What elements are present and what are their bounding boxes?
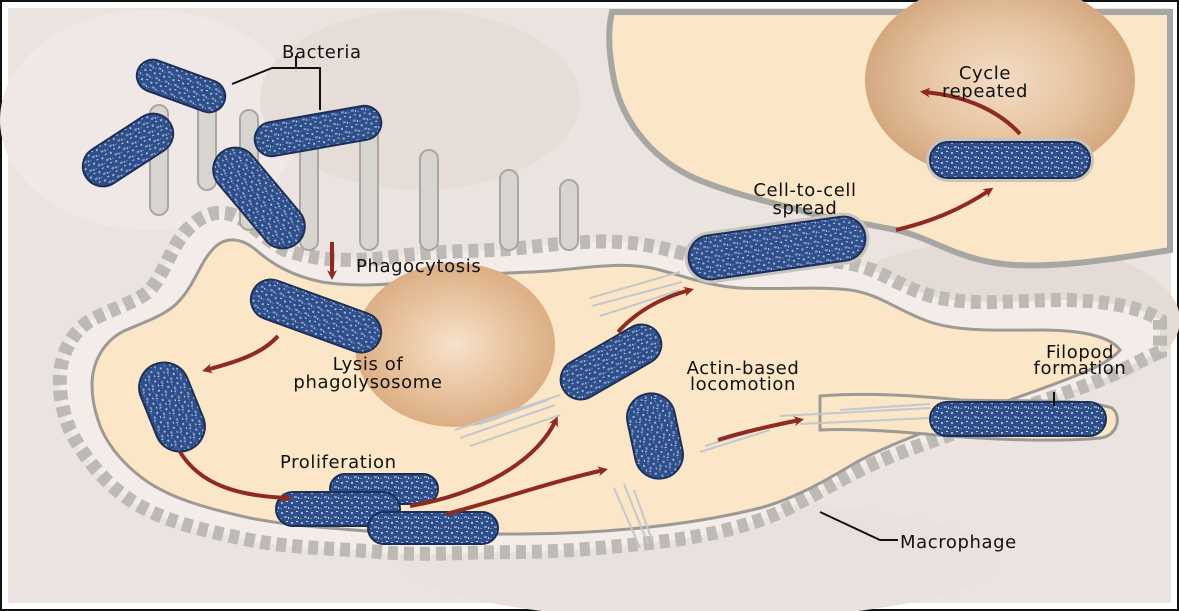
- rod-shaped-bacterium-icon: [930, 142, 1090, 178]
- nucleus-icon: [355, 263, 555, 427]
- filopod-label-line2: formation: [1000, 358, 1160, 379]
- proliferation-label: Proliferation: [280, 452, 397, 473]
- bacteria-label: Bacteria: [282, 42, 362, 63]
- macrophage-label: Macrophage: [900, 532, 1017, 553]
- lysis-label-line2: phagolysosome: [262, 372, 474, 393]
- actin-label-line2: locomotion: [648, 374, 838, 395]
- cell-to-cell-label-line2: spread: [730, 198, 880, 219]
- cycle-repeated-label-line2: repeated: [930, 81, 1040, 102]
- phagocytosis-label: Phagocytosis: [356, 256, 481, 277]
- rod-shaped-bacterium-icon: [368, 512, 498, 544]
- rod-shaped-bacterium-icon: [930, 402, 1106, 436]
